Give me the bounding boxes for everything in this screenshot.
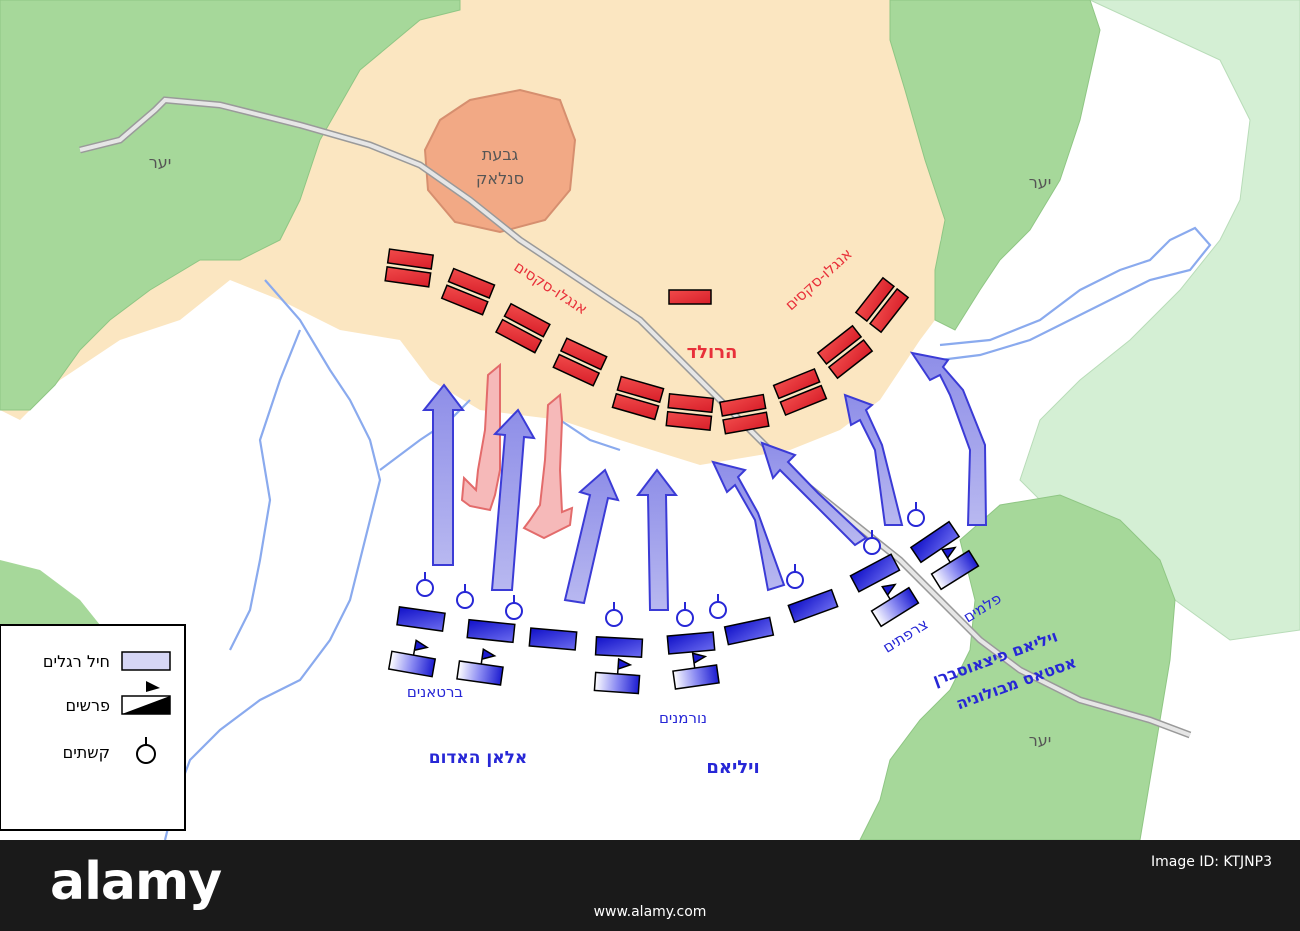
cavalry-unit	[387, 639, 437, 678]
advance-arrow-7	[843, 393, 904, 526]
forest-label-top-right: יער	[1029, 173, 1052, 192]
cavalry-unit	[930, 546, 980, 591]
infantry-unit	[849, 553, 901, 593]
archer-unit	[709, 594, 727, 619]
archer-unit	[605, 602, 623, 627]
saxon-arrow-right	[522, 392, 574, 540]
saxon-unit	[552, 353, 601, 387]
infantry-unit	[666, 631, 716, 655]
alamy-logo: alamy	[50, 852, 222, 912]
battle-map: יער יער יער גבעת סנלאק הרולד אנגלו-סקסים…	[0, 0, 1300, 840]
hill-label-line1: גבעת	[482, 145, 519, 164]
saxon-unit	[611, 392, 660, 421]
archer-unit	[907, 502, 925, 527]
saxon-unit	[665, 410, 713, 432]
saxon-unit	[827, 338, 874, 380]
forest-label-bottom-right: יער	[1029, 731, 1052, 750]
forest-right-light	[1019, 0, 1300, 641]
saxon-unit	[667, 392, 715, 414]
advance-arrow-6	[760, 441, 868, 547]
cavalry-unit	[672, 652, 720, 690]
bretons-label: ברטאנים	[407, 683, 464, 701]
advance-arrow-2	[490, 408, 536, 591]
advance-arrow-5	[711, 460, 786, 592]
infantry-unit	[396, 606, 446, 632]
legend-archers-symbol	[136, 737, 156, 764]
saxon-unit	[854, 276, 896, 323]
saxon-unit	[386, 248, 435, 270]
saxon-line	[384, 248, 910, 435]
road	[79, 96, 1192, 739]
forest-top-right	[889, 0, 1101, 331]
normans-label: נורמנים	[659, 709, 707, 727]
archer-unit	[863, 530, 881, 555]
infantry-unit	[466, 618, 516, 644]
cavalry-unit	[456, 648, 504, 686]
hill-label-line2: סנלאק	[476, 169, 524, 188]
forest-bottom-left	[0, 560, 100, 625]
infantry-unit	[909, 520, 961, 564]
advance-arrow-3	[563, 468, 620, 605]
alamy-url: www.alamy.com	[593, 904, 707, 920]
advance-arrow-1	[421, 383, 466, 566]
saxon-unit	[559, 337, 608, 371]
image-id-text: Image ID: KTJNP3	[1151, 854, 1272, 870]
saxon-unit	[440, 284, 489, 316]
legend-cavalry-label: פרשים	[65, 696, 110, 715]
norman-infantry	[396, 520, 961, 658]
alan-the-red-label: אלאן האדום	[429, 748, 528, 768]
william-label: ויליאם	[706, 757, 759, 778]
saxon-unit	[384, 266, 432, 288]
cavalry-unit	[593, 657, 641, 695]
rivers	[163, 226, 1212, 840]
norman-archers	[416, 502, 925, 627]
advance-arrow-8	[909, 351, 988, 526]
archer-unit	[676, 602, 694, 627]
archer-unit	[505, 595, 523, 620]
infantry-unit	[528, 627, 578, 651]
battle-map-canvas: יער יער יער גבעת סנלאק הרולד אנגלו-סקסים…	[0, 0, 1300, 840]
saxon-unit	[503, 302, 551, 338]
norman-advance-arrows	[421, 351, 988, 611]
saxon-unit	[616, 375, 665, 404]
forest-label-top-left: יער	[149, 153, 172, 172]
legend: חיל רגלים פרשים קשתים	[0, 624, 186, 831]
legend-cavalry-symbol	[121, 681, 171, 715]
saxon-unit	[816, 324, 863, 366]
saxon-unit	[494, 318, 543, 354]
saxon-unit	[719, 393, 767, 417]
advance-arrow-4	[635, 468, 679, 611]
archer-unit	[416, 572, 434, 597]
legend-infantry-symbol	[121, 651, 171, 671]
legend-infantry-label: חיל רגלים	[43, 652, 110, 671]
infantry-unit	[723, 616, 775, 646]
saxon-unit	[868, 287, 910, 334]
cavalry-unit	[870, 583, 920, 628]
forest-top-left	[0, 0, 461, 411]
saxon-pursuit-arrows	[460, 362, 574, 540]
legend-archers-label: קשתים	[63, 743, 110, 762]
infantry-unit	[594, 636, 644, 658]
saxon-arrow-left	[460, 362, 501, 512]
archer-unit	[786, 564, 804, 589]
saxon-unit	[722, 411, 770, 435]
harold-unit	[668, 289, 712, 305]
norman-cavalry	[387, 546, 980, 695]
saxon-unit	[447, 267, 496, 299]
harold-label: הרולד	[687, 342, 738, 363]
stock-footer-bar: alamy Image ID: KTJNP3 www.alamy.com	[0, 840, 1300, 931]
saxon-unit	[779, 384, 828, 417]
saxon-unit	[772, 367, 821, 400]
infantry-unit	[787, 588, 839, 624]
archer-unit	[456, 584, 474, 609]
